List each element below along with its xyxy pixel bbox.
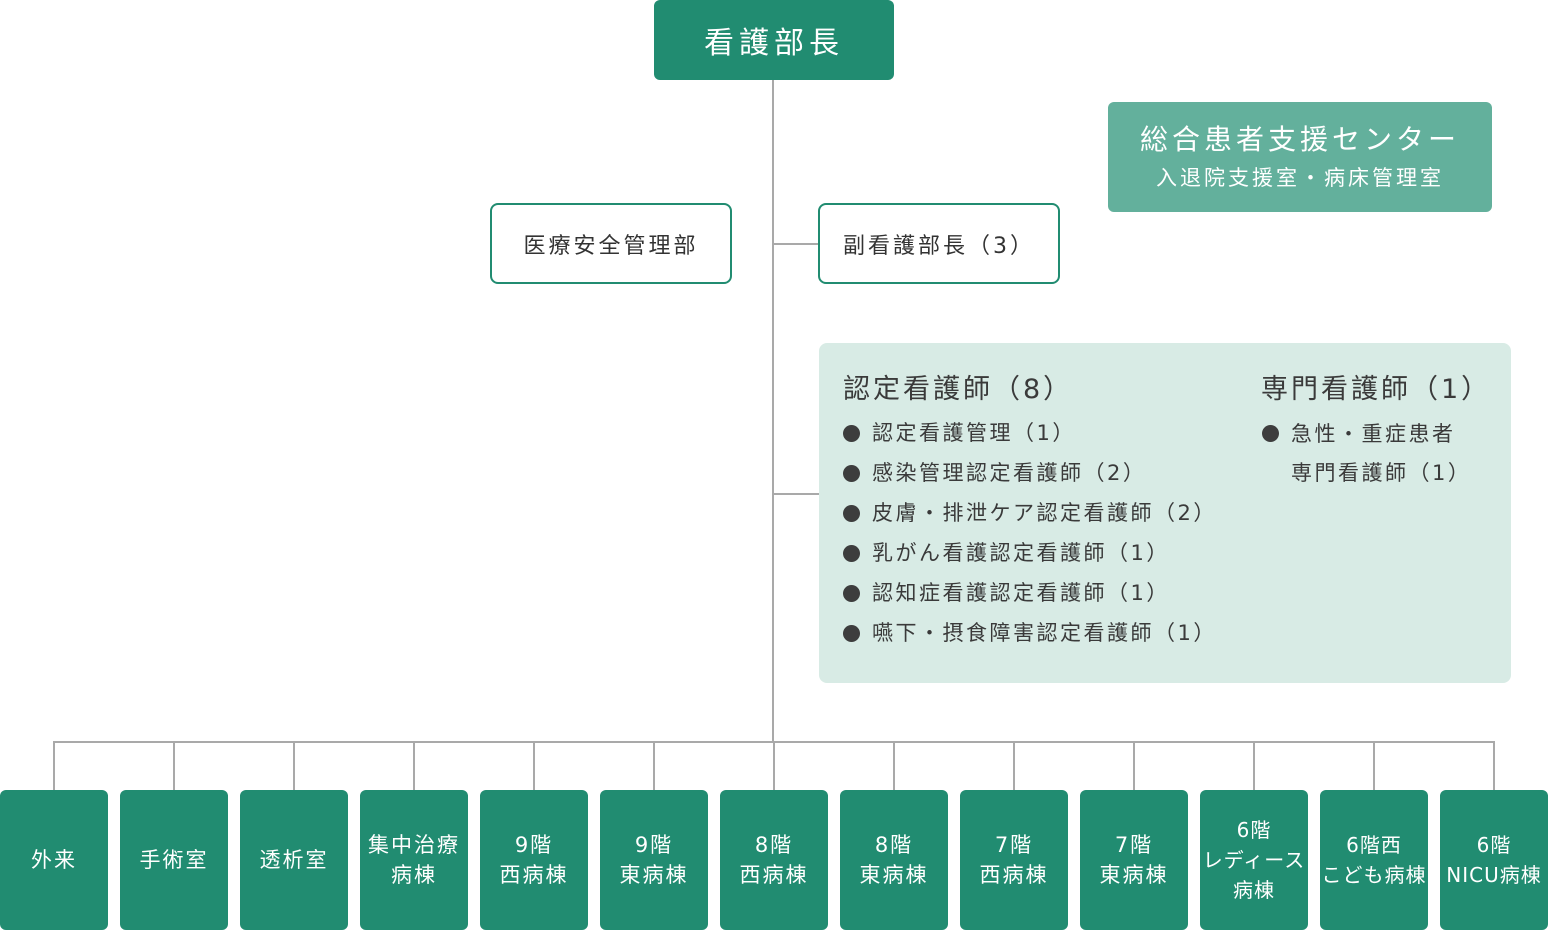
ward-box: 9階 東病棟	[600, 790, 708, 930]
certified-nurses-list: 認定看護管理（1） 感染管理認定看護師（2） 皮膚・排泄ケア認定看護師（2） 乳…	[843, 413, 1217, 653]
ward-drop-line	[53, 741, 55, 790]
list-item-label: 感染管理認定看護師（2）	[872, 461, 1147, 485]
ward-box: 8階 東病棟	[840, 790, 948, 930]
ward-box: 6階 レディース 病棟	[1200, 790, 1308, 930]
vice-director-label: 副看護部長（3）	[843, 233, 1035, 259]
bullet-icon	[1262, 424, 1279, 442]
specialist-item-line2: 専門看護師（1）	[1291, 461, 1472, 485]
medical-safety-dept-label: 医療安全管理部	[523, 233, 699, 259]
specialist-nurses-item: 急性・重症患者	[1262, 413, 1456, 453]
specialist-item-line1: 急性・重症患者	[1291, 422, 1456, 446]
list-item-label: 皮膚・排泄ケア認定看護師（2）	[872, 501, 1217, 525]
ward-drop-line	[1253, 741, 1255, 790]
medical-safety-dept-box: 医療安全管理部	[490, 203, 732, 284]
bullet-icon	[843, 584, 860, 602]
ward-box: 9階 西病棟	[480, 790, 588, 930]
certified-nurses-title: 認定看護師（8）	[843, 374, 1074, 405]
ward-drop-line	[533, 741, 535, 790]
list-item: 認知症看護認定看護師（1）	[843, 573, 1217, 613]
bullet-icon	[843, 544, 860, 562]
certified-nurses-panel: 認定看護師（8） 認定看護管理（1） 感染管理認定看護師（2） 皮膚・排泄ケア認…	[819, 343, 1511, 683]
ward-box: 7階 東病棟	[1080, 790, 1188, 930]
nursing-director-label: 看護部長	[704, 26, 844, 61]
list-item-label: 認知症看護認定看護師（1）	[872, 581, 1170, 605]
ward-box: 7階 西病棟	[960, 790, 1068, 930]
list-item: 認定看護管理（1）	[843, 413, 1217, 453]
ward-box: 集中治療 病棟	[360, 790, 468, 930]
ward-drop-line	[173, 741, 175, 790]
vice-director-box: 副看護部長（3）	[818, 203, 1060, 284]
ward-drop-line	[1133, 741, 1135, 790]
main-trunk-line	[772, 80, 774, 742]
list-item-label: 嚥下・摂食障害認定看護師（1）	[872, 621, 1217, 645]
ward-box: 6階 NICU病棟	[1440, 790, 1548, 930]
ward-box: 外来	[0, 790, 108, 930]
bullet-icon	[843, 504, 860, 522]
list-item: 感染管理認定看護師（2）	[843, 453, 1217, 493]
ward-drop-line	[1493, 741, 1495, 790]
vice-connector-line	[773, 243, 819, 245]
ward-box: 8階 西病棟	[720, 790, 828, 930]
ward-drop-line	[413, 741, 415, 790]
bullet-icon	[843, 424, 860, 442]
nursing-director-box: 看護部長	[654, 0, 894, 80]
list-item-label: 乳がん看護認定看護師（1）	[872, 541, 1170, 565]
ward-drop-line	[773, 741, 775, 790]
ward-drop-line	[653, 741, 655, 790]
ward-box: 透析室	[240, 790, 348, 930]
ward-box: 6階西 こども病棟	[1320, 790, 1428, 930]
support-center-title: 総合患者支援センター	[1139, 123, 1460, 156]
list-item: 乳がん看護認定看護師（1）	[843, 533, 1217, 573]
bullet-icon	[843, 464, 860, 482]
list-item: 皮膚・排泄ケア認定看護師（2）	[843, 493, 1217, 533]
cert-connector-line	[773, 493, 819, 495]
ward-box: 手術室	[120, 790, 228, 930]
ward-drop-line	[1013, 741, 1015, 790]
ward-drop-line	[1373, 741, 1375, 790]
list-item: 嚥下・摂食障害認定看護師（1）	[843, 613, 1217, 653]
bullet-icon	[843, 624, 860, 642]
ward-drop-line	[893, 741, 895, 790]
list-item-label: 認定看護管理（1）	[872, 421, 1076, 445]
support-center-subtitle: 入退院支援室・病床管理室	[1156, 166, 1444, 190]
ward-drop-line	[293, 741, 295, 790]
patient-support-center-box: 総合患者支援センター 入退院支援室・病床管理室	[1108, 102, 1492, 212]
specialist-nurses-title: 専門看護師（1）	[1261, 374, 1492, 405]
